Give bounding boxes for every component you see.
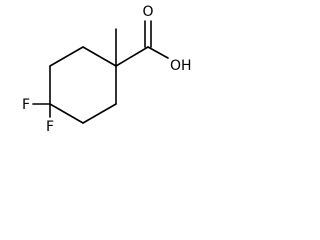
hydroxyl-bond (147, 46, 169, 59)
ring-bond-c2-c3 (49, 46, 84, 67)
molecule-drawing: O OH F F (22, 4, 192, 135)
hydroxyl-label: OH (170, 58, 192, 74)
ring-bond-c1-c2 (82, 46, 117, 67)
structure-canvas: O OH F F (0, 0, 204, 152)
oxygen-label: O (142, 4, 153, 20)
carboxyl-carbon-bond (115, 46, 149, 67)
ring-bond-c4-c5 (49, 103, 84, 124)
ring-bond-c5-c6 (82, 103, 117, 124)
fluorine-label-bottom: F (46, 119, 54, 135)
fluorine-label-left: F (22, 97, 30, 113)
